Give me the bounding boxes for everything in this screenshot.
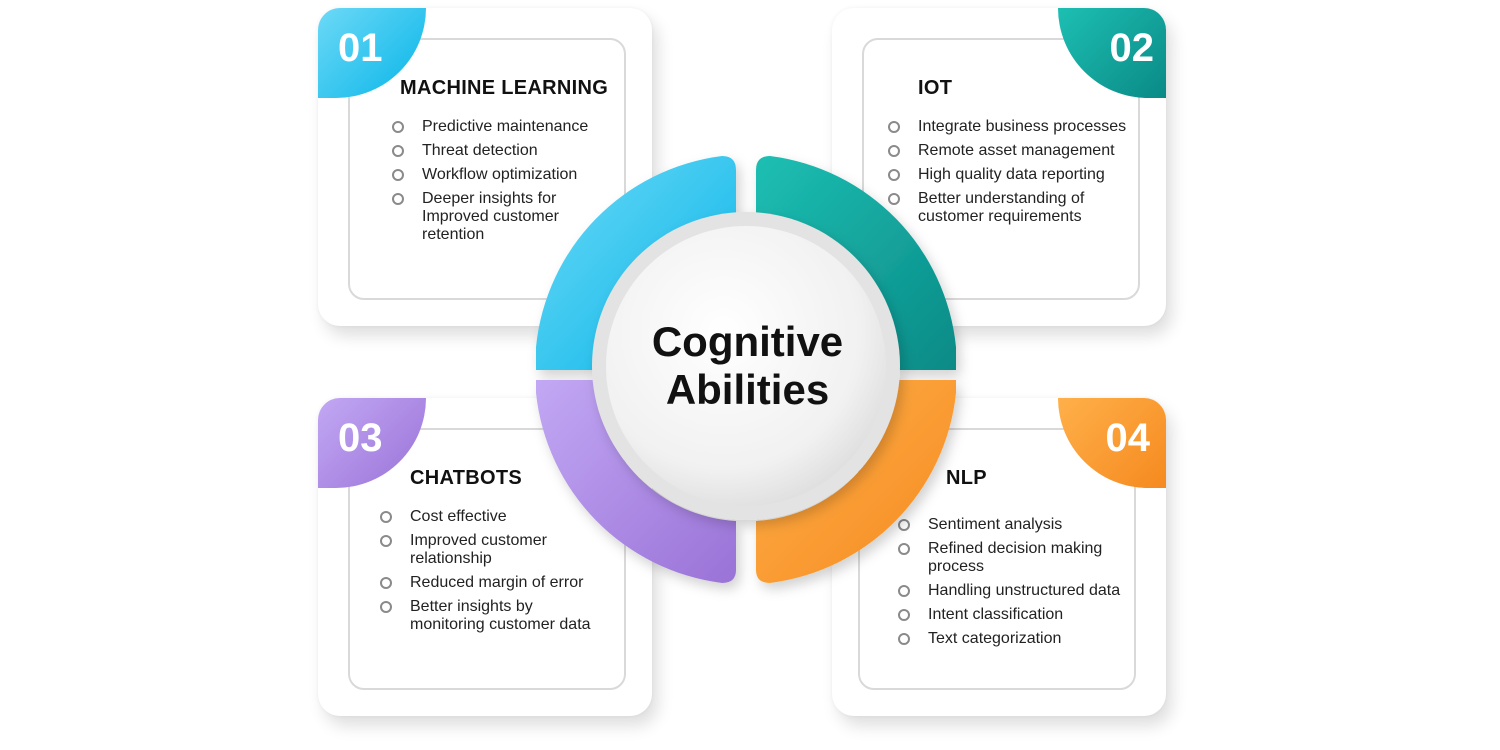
list-item: Better insights by monitoring customer d… (380, 598, 591, 634)
nlp-list: Sentiment analysis Refined decision maki… (898, 516, 1120, 654)
machine-learning-list: Predictive maintenance Threat detection … (392, 118, 588, 250)
badge-01: 01 (318, 8, 426, 98)
segment-chatbots (536, 380, 736, 583)
list-item: Improved customer relationship (380, 532, 591, 568)
list-item: Sentiment analysis (898, 516, 1120, 534)
iot-card-frame (862, 38, 1140, 300)
chatbots-card-frame (348, 428, 626, 690)
list-item: Handling unstructured data (898, 582, 1120, 600)
center-circle (606, 226, 886, 506)
list-item: Reduced margin of error (380, 574, 591, 592)
iot-title: IOT (918, 77, 953, 99)
center-title: Cognitive Abilities (605, 318, 890, 414)
badge-02-number: 02 (1109, 26, 1155, 70)
segment-nlp (756, 380, 956, 583)
machine-learning-card: 01 MACHINE LEARNING Predictive maintenan… (318, 8, 652, 326)
chatbots-title: CHATBOTS (410, 467, 523, 489)
iot-list: Integrate business processes Remote asse… (888, 118, 1126, 232)
machine-learning-title: MACHINE LEARNING (400, 77, 609, 99)
list-item: Remote asset management (888, 142, 1126, 160)
list-item: Deeper insights for Improved customer re… (392, 190, 588, 244)
badge-03-number: 03 (338, 416, 383, 460)
nlp-card: 04 NLP Sentiment analysis Refined decisi… (832, 398, 1166, 716)
badge-01-number: 01 (338, 26, 383, 70)
list-item: Text categorization (898, 630, 1120, 648)
list-item: Refined decision making process (898, 540, 1120, 576)
badge-04-number: 04 (1105, 416, 1151, 460)
machine-learning-card-frame (348, 38, 626, 300)
list-item: Predictive maintenance (392, 118, 588, 136)
nlp-title: NLP (946, 467, 987, 489)
list-item: High quality data reporting (888, 166, 1126, 184)
list-item: Better understanding of customer require… (888, 190, 1126, 226)
nlp-card-frame (858, 428, 1136, 690)
list-item: Intent classification (898, 606, 1120, 624)
list-item: Threat detection (392, 142, 588, 160)
list-item: Cost effective (380, 508, 591, 526)
list-item: Integrate business processes (888, 118, 1126, 136)
list-item: Workflow optimization (392, 166, 588, 184)
center-title-line2: Abilities (665, 366, 830, 413)
chatbots-list: Cost effective Improved customer relatio… (380, 508, 591, 640)
center-title-line1: Cognitive (651, 318, 844, 365)
